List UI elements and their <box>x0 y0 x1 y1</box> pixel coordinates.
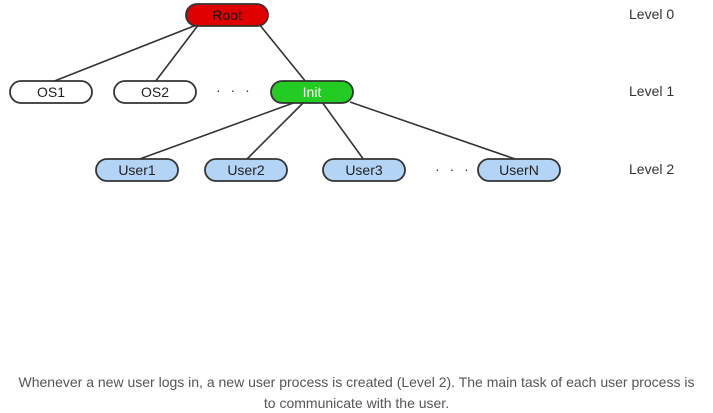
edge-init-user1 <box>136 101 297 161</box>
node-user3-shape <box>322 158 406 182</box>
level-0-label: Level 0 <box>629 6 674 22</box>
edge-root-os2 <box>154 23 200 83</box>
caption: Whenever a new user logs in, a new user … <box>0 372 713 413</box>
ellipsis-level2: · · · <box>435 161 472 177</box>
node-user3: User3 <box>322 158 406 182</box>
node-userN: UserN <box>477 158 561 182</box>
node-init: Init <box>270 80 354 104</box>
level-2-label: Level 2 <box>629 161 674 177</box>
node-os2-label: OS2 <box>141 84 169 100</box>
edge-root-os1 <box>51 23 200 83</box>
edge-init-user3 <box>321 101 365 161</box>
node-root-shape <box>185 3 269 27</box>
edge-root-init <box>258 23 307 83</box>
node-os2: OS2 <box>113 80 197 104</box>
node-os1: OS1 <box>9 80 93 104</box>
node-user2: User2 <box>204 158 288 182</box>
node-user1: User1 <box>95 158 179 182</box>
node-init-shape <box>270 80 354 104</box>
node-user2-shape <box>204 158 288 182</box>
level-1-label: Level 1 <box>629 83 674 99</box>
node-os1-shape <box>9 80 93 104</box>
node-root-label: Root <box>212 7 242 23</box>
node-user1-label: User1 <box>118 162 156 178</box>
node-user1-shape <box>95 158 179 182</box>
node-os2-shape <box>113 80 197 104</box>
node-init-label: Init <box>303 84 322 100</box>
edges-group <box>51 23 519 161</box>
caption-line-1: Whenever a new user logs in, a new user … <box>18 374 695 390</box>
node-os1-label: OS1 <box>37 84 65 100</box>
node-userN-shape <box>477 158 561 182</box>
node-userN-label: UserN <box>499 162 539 178</box>
node-user3-label: User3 <box>345 162 383 178</box>
ellipsis-level1: · · · <box>216 82 253 98</box>
node-user2-label: User2 <box>227 162 265 178</box>
edge-init-user2 <box>245 101 305 161</box>
node-root: Root <box>185 3 269 27</box>
caption-line-2: to communicate with the user. <box>263 395 450 411</box>
edge-init-userN <box>349 101 519 161</box>
